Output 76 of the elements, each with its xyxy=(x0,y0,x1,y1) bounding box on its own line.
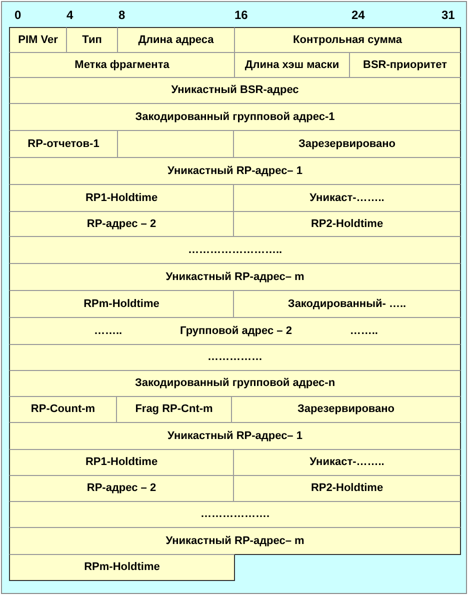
field-label: Закодированный групповой адрес-1 xyxy=(135,110,335,124)
packet-field xyxy=(9,27,67,53)
field-label: RPm-Holdtime xyxy=(84,561,160,574)
bit-number: 4 xyxy=(66,8,74,22)
field-label: RP-адрес – 2 xyxy=(86,218,156,230)
packet-field xyxy=(234,52,350,78)
field-label: Закодированный групповой адрес-n xyxy=(134,377,336,390)
packet-field xyxy=(9,475,234,502)
packet-field xyxy=(9,157,461,185)
field-label: …………… xyxy=(208,351,262,364)
bit-number: 24 xyxy=(352,8,365,22)
field-label: …….. xyxy=(94,324,122,338)
packet-field xyxy=(9,103,461,131)
field-label: Уникастный RP-адрес– 1 xyxy=(168,164,302,178)
packet-field xyxy=(66,27,118,53)
field-label: RPm-Holdtime xyxy=(84,298,160,310)
field-label: …………………….. xyxy=(188,244,282,256)
field-label: RP2-Holdtime xyxy=(310,218,384,230)
field-label: Зарезервировано xyxy=(297,403,395,416)
packet-field xyxy=(9,211,234,237)
bit-number: 31 xyxy=(442,8,455,22)
packet-field xyxy=(233,449,461,476)
packet-field xyxy=(9,422,461,450)
field-label: Уникастный RP-адрес– 1 xyxy=(168,430,302,442)
field-label: …….. xyxy=(350,324,378,338)
packet-field xyxy=(349,52,461,78)
packet-field xyxy=(9,77,461,104)
packet-field xyxy=(9,370,461,397)
packet-field xyxy=(9,290,234,318)
packet-field xyxy=(233,290,461,318)
field-label: ………………. xyxy=(200,508,270,521)
packet-field xyxy=(117,27,235,53)
packet-field xyxy=(9,263,461,291)
packet-field xyxy=(9,396,117,423)
field-label: Зарезервировано xyxy=(298,138,396,150)
field-label: BSR-приоритет xyxy=(363,58,447,72)
field-label: Уникастный RP-адрес– m xyxy=(166,534,304,548)
field-label: RP1-Holdtime xyxy=(85,456,158,469)
field-label: RP-адрес – 2 xyxy=(86,482,156,495)
packet-field xyxy=(9,554,235,581)
bit-number: 0 xyxy=(14,8,22,22)
packet-field xyxy=(234,27,461,53)
packet-field xyxy=(233,211,461,237)
field-label: Длина адреса xyxy=(138,34,214,46)
field-label: Длина хэш маски xyxy=(244,58,340,72)
field-label: Уникаст-…….. xyxy=(310,456,384,469)
field-label: RP1-Holdtime xyxy=(85,192,158,204)
packet-field xyxy=(9,344,461,371)
packet-field xyxy=(116,396,232,423)
field-label: Групповой адрес – 2 xyxy=(180,324,292,338)
bit-number: 8 xyxy=(118,8,126,22)
field-label: RP2-Holdtime xyxy=(310,482,384,495)
field-label: Закодированный- ….. xyxy=(288,298,406,310)
field-label: Метка фрагмента xyxy=(74,58,170,72)
field-label: RP-отчетов-1 xyxy=(28,138,100,150)
field-label: Уникаст-…….. xyxy=(310,192,384,204)
packet-field xyxy=(9,317,461,345)
bit-number: 16 xyxy=(234,8,248,22)
field-label: Уникастный BSR-адрес xyxy=(171,84,299,97)
packet-field xyxy=(9,236,461,264)
packet-field xyxy=(233,475,461,502)
field-label: RP-Count-m xyxy=(30,403,96,416)
packet-field xyxy=(9,449,234,476)
packet-field xyxy=(9,501,461,528)
packet-field xyxy=(233,184,461,212)
field-label: Уникастный RP-адрес– m xyxy=(166,270,304,284)
packet-field xyxy=(9,184,234,212)
packet-field xyxy=(233,130,461,158)
field-label: Контрольная сумма xyxy=(293,34,402,46)
packet-field xyxy=(9,52,235,78)
field-label: Frag RP-Cnt-m xyxy=(135,403,213,416)
packet-field xyxy=(9,130,118,158)
field-label: PIM Ver xyxy=(18,34,58,46)
packet-field xyxy=(231,396,461,423)
packet-field xyxy=(9,527,461,555)
field-label: Тип xyxy=(82,34,102,46)
